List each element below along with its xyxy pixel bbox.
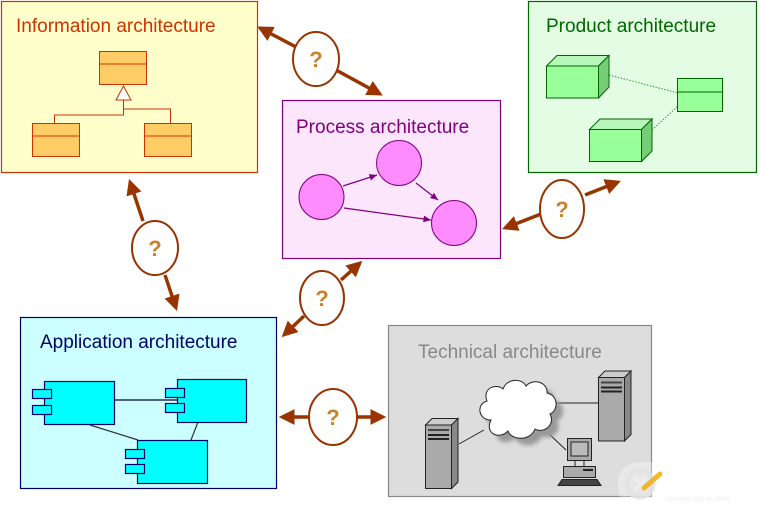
watermark: 创新互联 CHUANG XIN HU LIAN <box>618 462 759 508</box>
process-flow-arrow <box>415 182 439 201</box>
question-bubble <box>292 31 340 87</box>
server-tower-icon <box>597 369 633 443</box>
product-component <box>677 78 723 112</box>
application-link <box>89 424 139 441</box>
process-architecture-box[interactable]: Process architecture <box>281 99 502 260</box>
application-component <box>124 439 209 485</box>
technical-architecture-title: Technical architecture <box>418 342 602 363</box>
network-link <box>458 429 485 445</box>
process-architecture-title: Process architecture <box>296 117 469 138</box>
application-link <box>190 421 199 441</box>
information-architecture-title: Information architecture <box>16 16 216 37</box>
technical-architecture-box[interactable]: Technical architecture <box>387 324 653 498</box>
workstation-computer-icon <box>557 438 602 486</box>
product-node-cube <box>545 54 611 100</box>
application-architecture-box[interactable]: Application architecture <box>19 316 278 490</box>
process-flow-arrow <box>342 174 378 187</box>
question-mark-label: ? <box>315 286 328 311</box>
application-component <box>31 380 116 426</box>
connector-process-application[interactable]: ? <box>281 260 363 338</box>
watermark-text: 创新互联 <box>665 472 745 496</box>
question-bubble <box>131 220 179 276</box>
watermark-logo-icon <box>624 468 663 500</box>
question-mark-label: ? <box>309 47 322 72</box>
network-cloud-icon <box>479 379 564 446</box>
connector-application-technical[interactable]: ? <box>278 388 387 446</box>
question-bubble <box>308 388 358 446</box>
application-architecture-title: Application architecture <box>40 332 238 353</box>
uml-class-parent <box>99 51 147 85</box>
product-architecture-title: Product architecture <box>546 16 716 37</box>
inheritance-lines <box>54 100 171 123</box>
uml-class-child-left <box>32 123 80 157</box>
process-node <box>431 200 477 246</box>
connector-process-product[interactable]: ? <box>502 179 621 239</box>
process-node <box>376 140 422 186</box>
question-mark-label: ? <box>326 405 339 430</box>
information-architecture-box[interactable]: Information architecture <box>0 0 259 174</box>
question-mark-label: ? <box>148 236 161 261</box>
process-node <box>298 174 345 220</box>
question-bubble <box>539 179 585 239</box>
product-architecture-box[interactable]: Product architecture <box>527 0 758 174</box>
process-flow-arrow <box>343 207 432 223</box>
uml-class-child-right <box>144 123 192 157</box>
server-tower-icon <box>424 417 460 490</box>
question-mark-label: ? <box>555 197 568 222</box>
question-bubble <box>299 270 345 326</box>
application-component <box>164 378 248 424</box>
watermark-subtext: CHUANG XIN HU LIAN <box>666 497 729 503</box>
connector-information-application[interactable]: ? <box>126 179 180 311</box>
connector-information-process[interactable]: ? <box>257 26 383 96</box>
product-node-cube <box>588 117 654 163</box>
